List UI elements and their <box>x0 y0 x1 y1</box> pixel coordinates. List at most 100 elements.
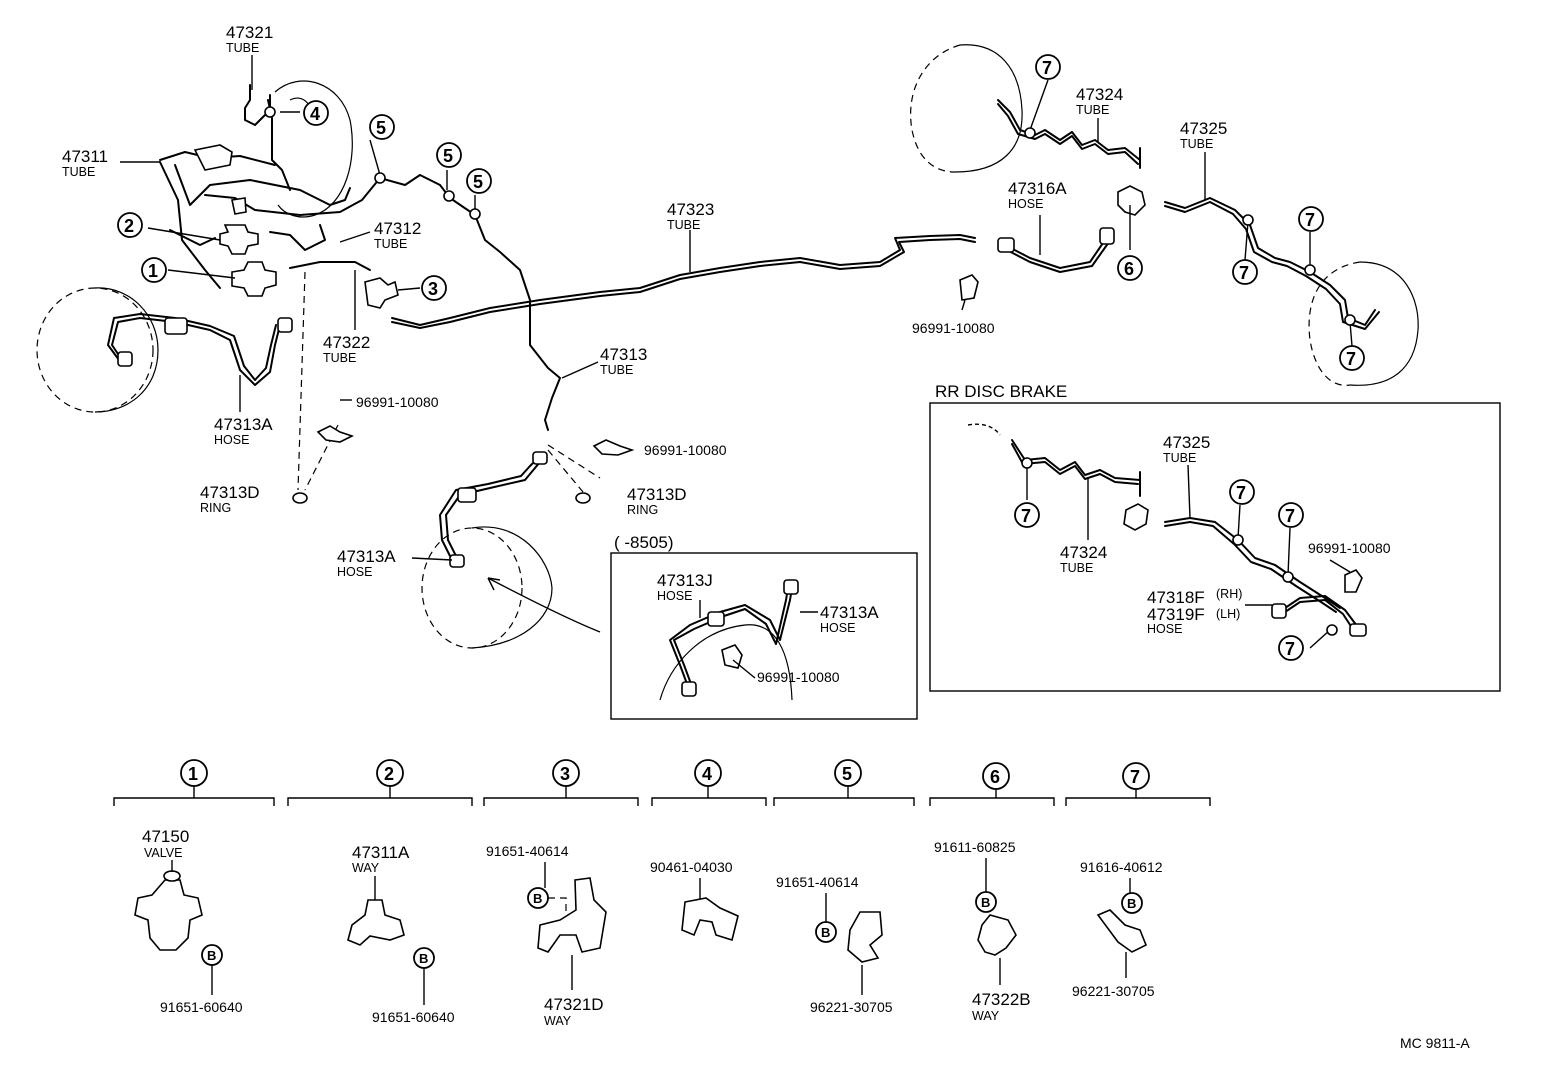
label-47312-type: TUBE <box>374 237 407 251</box>
label-47313d-left: 47313D <box>200 483 260 502</box>
svg-text:7: 7 <box>1236 483 1246 503</box>
label-47324-rr: 47324 <box>1060 543 1107 562</box>
dashed-guide-3 <box>547 444 601 479</box>
legend-group-4: 90461-04030 <box>650 859 739 942</box>
svg-text:7: 7 <box>1021 506 1031 526</box>
rr-labels: RR DISC BRAKE 47325 TUBE 47324 TUBE 9699… <box>935 382 1391 636</box>
clip-96991-rear <box>959 274 979 301</box>
label-47313: 47313 <box>600 345 647 364</box>
ring-47313d-center <box>575 492 591 504</box>
svg-text:7: 7 <box>1130 767 1140 787</box>
callout-7-rr-d: 7 <box>1278 635 1304 661</box>
label-47318f-side: (RH) <box>1216 587 1242 601</box>
legend-group-5: 91651-40614 B 96221-30705 <box>776 874 893 1015</box>
leader-lines <box>120 55 1353 679</box>
label-47313d-center: 47313D <box>627 485 687 504</box>
callout-7-main-c: 7 <box>1298 206 1324 232</box>
clip-96991-center <box>592 439 635 456</box>
svg-text:7: 7 <box>1239 263 1249 283</box>
callout-5-main-b: 5 <box>436 142 462 168</box>
rr-tube-47324 <box>967 423 1141 497</box>
label-4731xf-type: HOSE <box>1147 622 1182 636</box>
svg-text:B: B <box>1127 896 1136 911</box>
fitting-upper <box>193 144 247 215</box>
label-47322-type: TUBE <box>323 351 356 365</box>
label-47324: 47324 <box>1076 85 1123 104</box>
label-47313a-left: 47313A <box>214 415 273 434</box>
master-cylinder-tubes <box>159 84 976 431</box>
label-47322b-type: WAY <box>972 1009 1000 1023</box>
label-91651-40614-a: 91651-40614 <box>486 843 569 859</box>
label-96991-e: 96991-10080 <box>1308 540 1391 556</box>
rear-right-disc <box>1308 261 1419 386</box>
label-47313a-center: 47313A <box>337 547 396 566</box>
label-91651-60640-a: 91651-60640 <box>160 999 243 1015</box>
svg-text:B: B <box>821 925 830 940</box>
legend-group-3: 91651-40614 B 47321D WAY <box>486 843 607 1028</box>
svg-text:3: 3 <box>560 764 570 784</box>
label-91611-60825: 91611-60825 <box>934 839 1016 855</box>
label-47319f: 47319F <box>1147 605 1205 624</box>
legend-group-1: 47150 VALVE B 91651-60640 <box>134 827 243 1015</box>
legend-group-2: 47311A WAY B 91651-60640 <box>347 843 455 1025</box>
callout-6-main: 6 <box>1117 255 1143 281</box>
svg-text:B: B <box>207 948 216 963</box>
label-47313a-center-type: HOSE <box>337 565 372 579</box>
rear-tube-47325 <box>1164 197 1380 330</box>
label-90461-04030: 90461-04030 <box>650 859 733 875</box>
svg-text:6: 6 <box>1124 259 1134 279</box>
label-47311-type: TUBE <box>62 165 95 179</box>
label-47316a-type: HOSE <box>1008 197 1043 211</box>
label-47318f: 47318F <box>1147 588 1205 607</box>
way-fitting-3 <box>364 277 399 309</box>
label-96221-30705-b: 96221-30705 <box>1072 983 1155 999</box>
svg-text:5: 5 <box>473 172 483 192</box>
legend-callout-1: 1 <box>180 759 208 787</box>
callout-4-main: 4 <box>303 100 329 126</box>
label-47319f-side: (LH) <box>1216 607 1240 621</box>
svg-text:6: 6 <box>990 767 1000 787</box>
label-47313d-left-type: RING <box>200 501 231 515</box>
legend-callout-7: 7 <box>1122 762 1150 790</box>
label-47321: 47321 <box>226 23 273 42</box>
label-47325-type: TUBE <box>1180 137 1213 151</box>
label-47313j: 47313J <box>657 571 713 590</box>
callout-7-main-d: 7 <box>1339 345 1365 371</box>
callout-markers: 4 5 5 5 2 1 3 6 7 7 7 7 7 7 7 7 <box>117 54 1365 661</box>
label-47311: 47311 <box>62 147 108 166</box>
svg-text:1: 1 <box>148 261 158 281</box>
label-47323: 47323 <box>667 200 714 219</box>
label-47313a-left-type: HOSE <box>214 433 249 447</box>
front-right-disc <box>421 526 601 649</box>
clip-96991-left <box>316 425 355 443</box>
label-rr-disc-brake: RR DISC BRAKE <box>935 382 1067 401</box>
label-47311a: 47311A <box>352 843 410 862</box>
svg-text:7: 7 <box>1042 58 1052 78</box>
label-47325-rr-type: TUBE <box>1163 451 1196 465</box>
hose-47313a-left <box>107 313 293 386</box>
label-96991-c: 96991-10080 <box>912 320 995 336</box>
callout-1-main: 1 <box>141 257 167 283</box>
label-47321-type: TUBE <box>226 41 259 55</box>
svg-text:7: 7 <box>1305 210 1315 230</box>
rear-left-drum <box>910 44 1023 173</box>
label-47322: 47322 <box>323 333 370 352</box>
label-inset-range: ( -8505) <box>614 533 674 552</box>
callout-5-main-c: 5 <box>466 168 492 194</box>
legend-callout-4: 4 <box>694 759 722 787</box>
inset-drawing <box>659 579 799 701</box>
hose-47316a <box>997 227 1115 273</box>
dashed-guide-4 <box>547 449 584 493</box>
ring-47313d-left <box>292 492 308 504</box>
front-left-disc <box>36 287 159 413</box>
inset-box <box>610 552 918 720</box>
label-47150-type: VALVE <box>144 846 182 860</box>
diagram-code: MC 9811-A <box>1400 1035 1470 1051</box>
label-47325-rr: 47325 <box>1163 433 1210 452</box>
hose-47313a-center <box>439 451 548 568</box>
label-47322b: 47322B <box>972 990 1031 1009</box>
callout-3-main: 3 <box>421 275 447 301</box>
legend-callout-6: 6 <box>982 762 1010 790</box>
label-47150: 47150 <box>142 827 189 846</box>
